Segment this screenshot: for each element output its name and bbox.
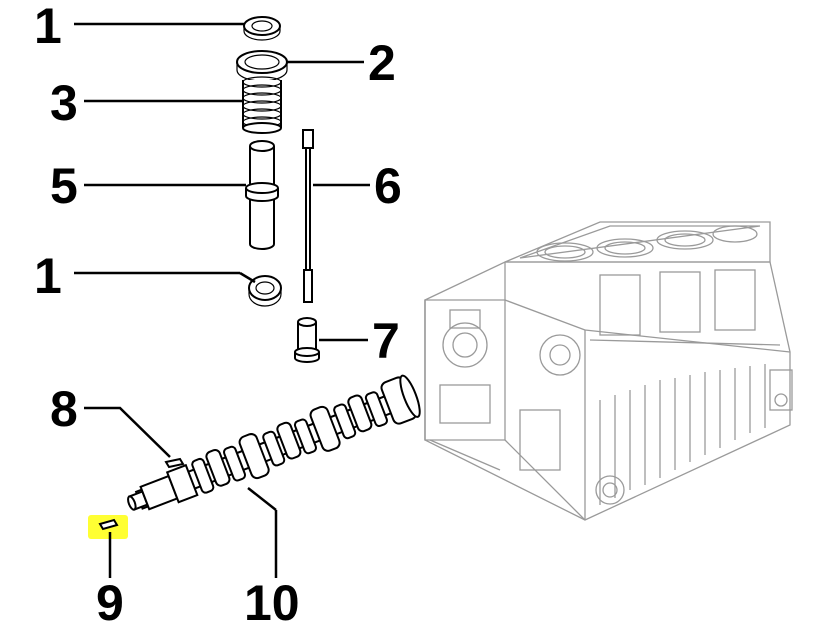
callout-1-bottom: 1 [34, 248, 62, 304]
callout-2: 2 [368, 35, 396, 91]
callout-5: 5 [50, 158, 78, 214]
callout-10: 10 [244, 575, 300, 628]
valve-spring [242, 76, 282, 134]
callout-3: 3 [50, 75, 78, 131]
highlighted-key [88, 515, 128, 539]
leader-lines [74, 22, 370, 578]
camshaft [127, 374, 421, 511]
woodruff-key [164, 457, 185, 469]
lifter-pin [294, 317, 320, 363]
callout-8: 8 [50, 381, 78, 437]
push-rod [302, 129, 314, 303]
callout-6: 6 [374, 158, 402, 214]
callout-7: 7 [372, 313, 400, 369]
seal-ring-bottom [248, 275, 282, 307]
seal-ring-top [243, 16, 281, 41]
callout-1-top: 1 [34, 0, 62, 54]
tappet-sleeve [245, 140, 279, 250]
engine-block-illustration [424, 221, 793, 521]
callout-9: 9 [96, 575, 124, 628]
callout-labels: 1 2 3 5 6 1 7 8 9 10 [34, 0, 402, 628]
